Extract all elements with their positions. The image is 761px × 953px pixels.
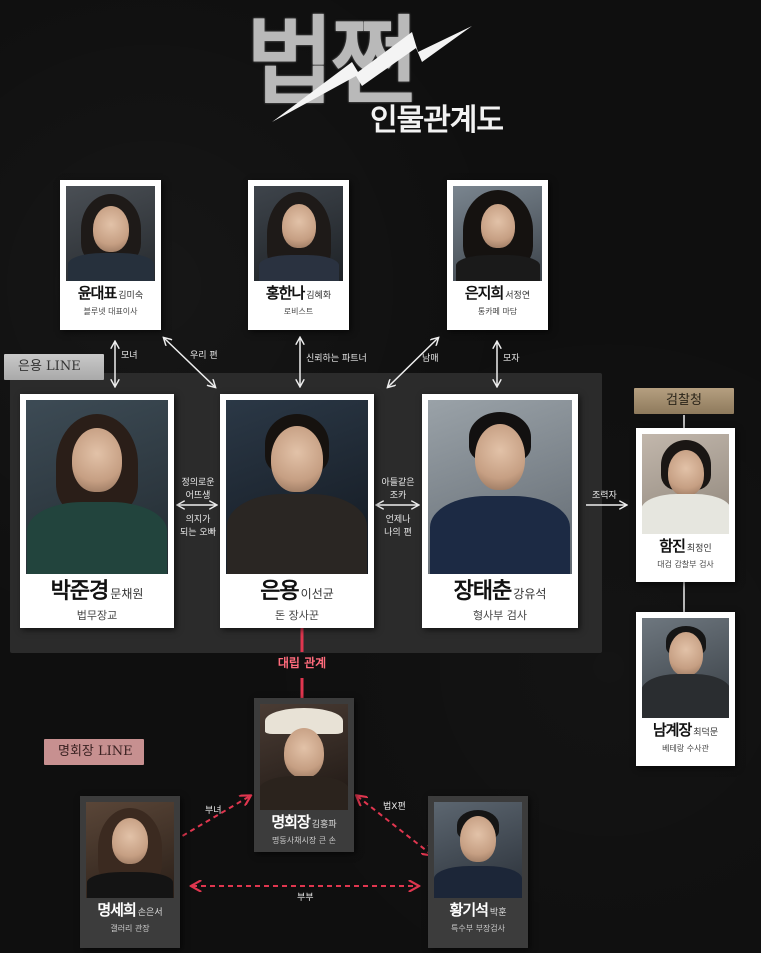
character-photo [254, 186, 343, 281]
character-role: 갤러리 관장 [110, 924, 150, 933]
relation-label: 신뢰하는 파트너 [306, 354, 367, 364]
actor-name: 이선균 [300, 587, 334, 601]
character-role: 돈 장사꾼 [275, 609, 319, 622]
character-name: 윤대표 [77, 284, 117, 302]
character-photo [260, 704, 348, 810]
actor-name: 손은서 [137, 908, 163, 918]
character-name: 함진 [659, 537, 686, 555]
character-photo [453, 186, 542, 281]
conflict-label: 대립 관계 [277, 656, 327, 670]
myung-line-tag: 명회장 LINE [44, 739, 144, 765]
character-role: 형사부 검사 [472, 609, 528, 622]
actor-name: 김미숙 [118, 291, 144, 301]
actor-name: 문채원 [110, 587, 144, 601]
character-photo [642, 434, 729, 534]
character-photo [428, 400, 572, 574]
actor-name: 최덕문 [693, 728, 719, 738]
relation-label: 모자 [503, 354, 520, 364]
character-name: 은지희 [464, 284, 504, 302]
actor-name: 김홍파 [311, 820, 337, 830]
character-name: 명회장 [271, 813, 310, 831]
actor-name: 박훈 [489, 908, 507, 918]
actor-name: 김혜화 [306, 291, 332, 301]
relation-label: 부녀 [205, 806, 222, 816]
character-photo [226, 400, 368, 574]
character-name: 명세희 [97, 901, 136, 919]
character-photo [66, 186, 155, 281]
character-role: 베테랑 수사관 [662, 744, 709, 753]
character-name: 홍한나 [265, 284, 305, 302]
relation-label: 법X편 [383, 802, 406, 812]
character-role: 블루넷 대표이사 [83, 307, 138, 316]
character-role: 통카페 마담 [477, 307, 518, 316]
actor-name: 강유석 [513, 587, 547, 601]
relation-label: 조력자 [592, 491, 617, 501]
character-name: 남계장 [652, 721, 692, 739]
character-photo [26, 400, 168, 574]
actor-name: 최정인 [686, 544, 712, 554]
character-photo [86, 802, 174, 898]
relation-label: 남매 [422, 354, 439, 364]
character-name: 은용 [260, 579, 299, 604]
prosecution-tag: 검찰청 [634, 388, 734, 414]
character-photo [642, 618, 729, 718]
eunyong-line-tag: 은용 LINE [4, 354, 104, 380]
character-role: 명동사채시장 큰 손 [272, 836, 336, 845]
character-photo [434, 802, 522, 898]
relation-label: 모녀 [121, 351, 138, 361]
relation-label: 부부 [297, 893, 314, 903]
character-name: 장태춘 [453, 579, 513, 604]
lightning-slash-icon [272, 26, 472, 122]
character-role: 로비스트 [283, 307, 314, 316]
actor-name: 서정연 [505, 291, 531, 301]
character-name: 박준경 [50, 579, 110, 604]
title-subtitle: 인물관계도 [370, 103, 504, 138]
character-role: 특수부 부장검사 [450, 924, 506, 933]
relation-label: 우리 편 [190, 351, 218, 361]
character-role: 대검 감찰부 검사 [657, 560, 714, 569]
character-role: 법무장교 [76, 609, 118, 622]
character-name: 황기석 [449, 901, 489, 919]
